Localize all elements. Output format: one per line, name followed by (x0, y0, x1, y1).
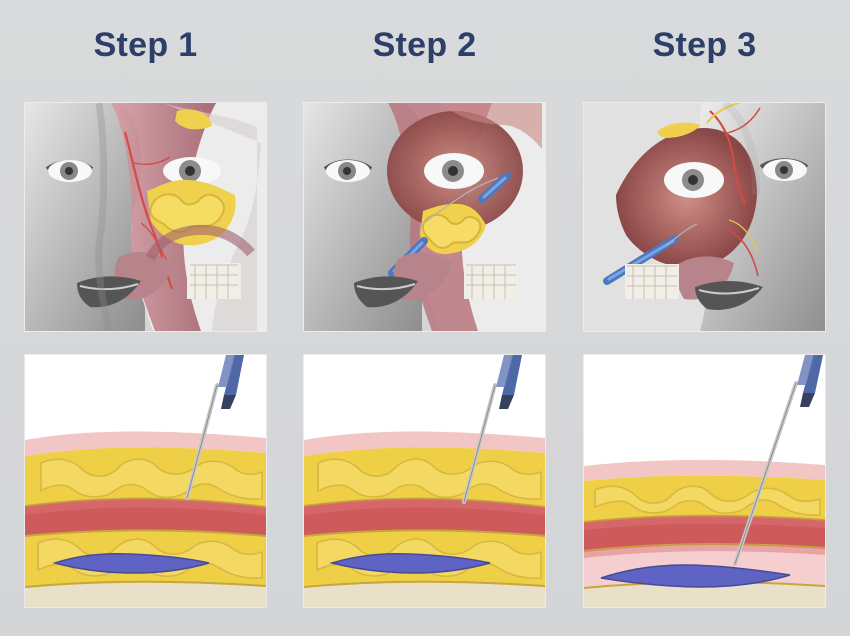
step-1-face-illustration (25, 103, 266, 331)
step-3-cross-section (584, 355, 825, 607)
step-1-title: Step 1 (93, 26, 198, 64)
step-2-cross-section (304, 355, 545, 607)
step-2-face-illustration (304, 103, 545, 331)
step-1-cross-section (25, 355, 266, 607)
step-3-face-illustration (584, 103, 825, 331)
step-3-title: Step 3 (652, 26, 757, 64)
step-2-title: Step 2 (372, 26, 477, 64)
